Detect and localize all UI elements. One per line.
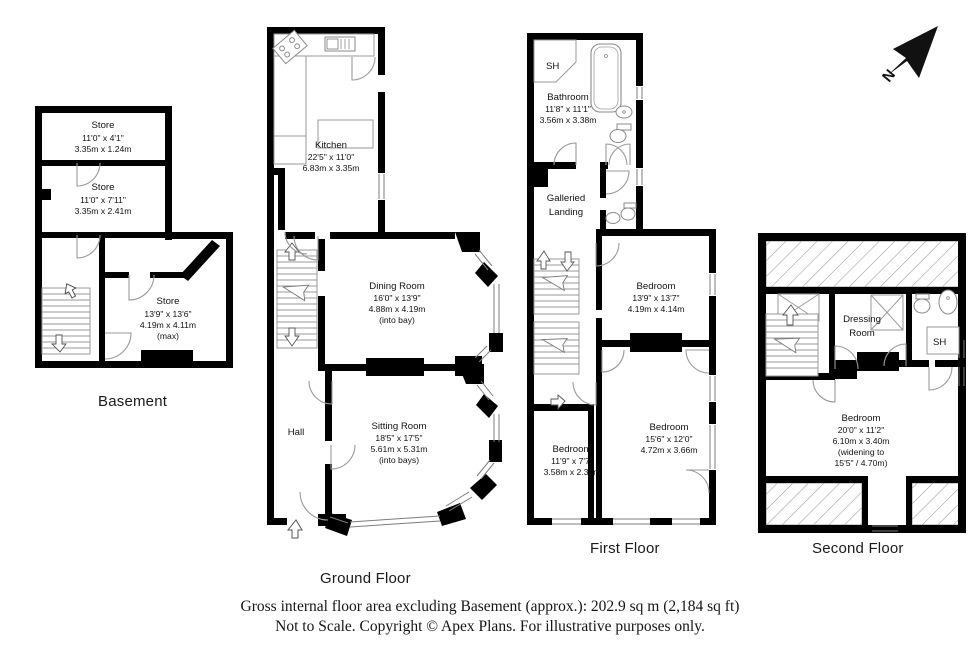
bath-icon [590,43,622,113]
ground-room-labels: Kitchen 22'5" x 11'0" 6.83m x 3.35m Dini… [288,140,428,465]
floor-ground: Kitchen 22'5" x 11'0" 6.83m x 3.35m Dini… [267,27,503,539]
footer-copyright-line: Not to Scale. Copyright © Apex Plans. Fo… [275,618,705,635]
second-bathroom-fixtures [913,289,958,315]
eaves-storage-top [765,240,960,288]
room-note: (max) [157,331,179,341]
room-metric: 4.19m x 4.11m [140,320,196,330]
room-metric: 5.61m x 5.31m [371,444,428,454]
footer-area-line: Gross internal floor area excluding Base… [240,598,740,615]
room-imperial: 16'0" x 13'9" [373,293,420,303]
floor-basement: Store 11'0" x 4'1" 3.35m x 1.24m Store 1… [35,106,233,368]
shower-label: SH [933,337,946,348]
floor-label-second: Second Floor [812,540,904,557]
room-name-line1: Galleried [547,193,585,204]
room-name: Hall [288,427,305,438]
room-imperial: 11'0" x 4'1" [82,133,124,143]
second-stairs [765,304,819,377]
basement-walls [35,106,233,368]
eaves-storage-bottom-right [911,482,960,526]
second-shower-cubicle: SH [926,326,960,355]
room-imperial: 15'6" x 12'0" [645,434,692,444]
ground-stairs [276,242,318,349]
first-doors [553,142,710,494]
room-metric: 6.83m x 3.35m [303,163,360,173]
room-imperial: 22'5" x 11'0" [308,152,355,162]
room-name-line2: Room [849,328,875,339]
room-metric: 3.35m x 1.24m [75,144,132,154]
room-imperial: 11'9" x 7'7" [551,456,593,466]
shower-label: SH [546,61,559,72]
second-room-labels: Dressing Room Bedroom 20'0" x 11'2" 6.10… [833,314,890,468]
room-metric: 3.56m x 3.38m [540,115,597,125]
basin-icon [615,105,633,119]
room-note: (into bays) [379,455,419,465]
room-name-line2: Landing [549,207,583,218]
floor-label-ground: Ground Floor [320,570,411,587]
room-name: Store [92,182,115,193]
floor-label-basement: Basement [98,393,168,410]
ground-doors [284,56,376,521]
room-metric: 6.10m x 3.40m [833,436,890,446]
basement-room-labels: Store 11'0" x 4'1" 3.35m x 1.24m Store 1… [75,120,197,341]
room-note-line1: (widening to [838,447,885,457]
room-note: (into bay) [379,315,415,325]
ground-bay-windows [329,249,500,528]
room-metric: 4.19m x 4.14m [628,304,685,314]
second-doors [812,343,953,403]
kitchen-hob-icon [272,29,308,65]
first-stairs [533,250,580,411]
room-name-line1: Dressing [843,314,881,325]
room-name: Bedroom [553,444,592,455]
room-imperial: 13'9" x 13'7" [632,293,679,303]
room-name: Bedroom [650,422,689,433]
room-metric: 3.35m x 2.41m [75,206,132,216]
room-imperial: 11'0" x 7'11" [80,195,126,205]
floor-label-first: First Floor [590,540,660,557]
room-imperial: 11'8" x 11'1" [545,104,591,114]
room-imperial: 18'5" x 17'5" [375,433,422,443]
room-metric: 3.58m x 2.31m [544,467,601,477]
room-name: Dining Room [369,281,424,292]
kitchen-sink-icon [324,36,356,52]
room-imperial: 20'0" x 11'2" [838,425,885,435]
first-walls [527,33,716,525]
room-name: Bedroom [637,281,676,292]
room-name: Bedroom [842,413,881,424]
first-room-labels: Bathroom 11'8" x 11'1" 3.56m x 3.38m Gal… [540,92,698,477]
ground-walls [267,27,503,536]
room-name: Kitchen [315,140,347,151]
room-name: Store [157,296,180,307]
room-name: Sitting Room [372,421,427,432]
room-metric: 4.88m x 4.19m [369,304,426,314]
room-name: Bathroom [547,92,589,103]
toilet-icon [609,123,632,143]
entrance-arrow-icon [286,519,303,539]
room-name: Store [92,120,115,131]
room-imperial: 13'9" x 13'6" [144,309,191,319]
room-note-line2: 15'5" / 4.70m) [835,458,888,468]
floor-second: SH Dressing Room Bedroom [758,233,966,533]
basement-doors [76,162,155,360]
basement-stairs [41,283,91,355]
room-metric: 4.72m x 3.66m [641,445,698,455]
eaves-storage-bottom-left [765,482,863,526]
kitchen-window [378,174,385,199]
wc-fixtures [605,202,637,224]
first-windows [552,87,716,525]
floor-first: SH [527,33,716,525]
shower-cubicle: SH [533,39,577,83]
